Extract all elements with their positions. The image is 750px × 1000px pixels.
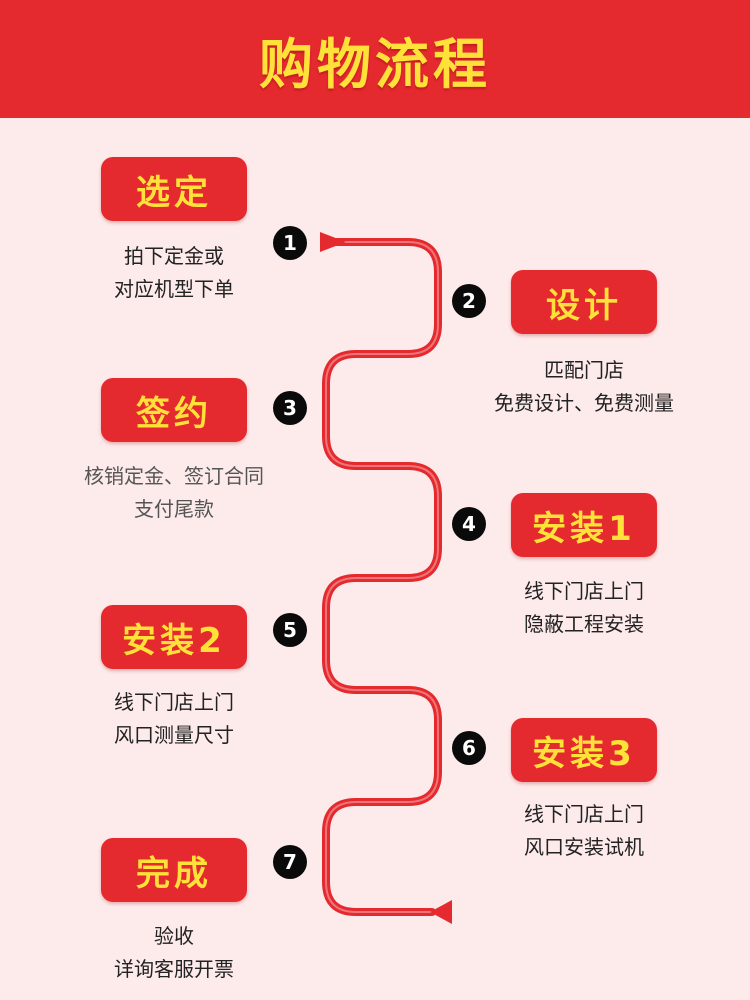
flow-line-highlight: [325, 241, 439, 913]
step-2-line-1: 匹配门店: [544, 358, 624, 382]
step-2-line-2: 免费设计、免费测量: [494, 391, 674, 415]
step-5-number-badge: 5: [273, 613, 307, 647]
step-2-tag: 设计: [511, 270, 657, 334]
step-4-line-1: 线下门店上门: [524, 579, 644, 603]
step-1-tag: 选定: [101, 157, 247, 221]
end-arrow-icon: [430, 900, 452, 924]
step-5-description: 线下门店上门 风口测量尺寸: [44, 686, 304, 752]
step-2-number-badge: 2: [452, 284, 486, 318]
step-1-number-badge: 1: [273, 226, 307, 260]
page-title: 购物流程: [259, 32, 491, 96]
step-5-tag: 安装2: [101, 605, 247, 669]
step-5-line-1: 线下门店上门: [114, 690, 234, 714]
step-3-line-2: 支付尾款: [134, 497, 214, 521]
step-7-line-1: 验收: [154, 924, 194, 948]
step-2-description: 匹配门店 免费设计、免费测量: [454, 354, 714, 420]
step-7-tag: 完成: [101, 838, 247, 902]
step-3-number-badge: 3: [273, 391, 307, 425]
step-1-line-1: 拍下定金或: [124, 244, 224, 268]
step-6-line-1: 线下门店上门: [524, 802, 644, 826]
step-1-description: 拍下定金或 对应机型下单: [44, 240, 304, 306]
step-3-tag: 签约: [101, 378, 247, 442]
step-4-line-2: 隐蔽工程安装: [524, 612, 644, 636]
step-3-description: 核销定金、签订合同 支付尾款: [44, 460, 304, 526]
step-6-description: 线下门店上门 风口安装试机: [454, 798, 714, 864]
step-7-number-badge: 7: [273, 845, 307, 879]
step-7-line-2: 详询客服开票: [114, 957, 234, 981]
step-1-line-2: 对应机型下单: [114, 277, 234, 301]
header-banner: 购物流程: [0, 0, 750, 118]
step-4-description: 线下门店上门 隐蔽工程安装: [454, 575, 714, 641]
flow-line: [322, 238, 442, 916]
step-4-number-badge: 4: [452, 507, 486, 541]
step-7-description: 验收 详询客服开票: [44, 920, 304, 986]
step-6-line-2: 风口安装试机: [524, 835, 644, 859]
start-arrow-icon: [320, 232, 346, 252]
step-6-tag: 安装3: [511, 718, 657, 782]
step-6-number-badge: 6: [452, 731, 486, 765]
step-3-line-1: 核销定金、签订合同: [84, 464, 264, 488]
step-4-tag: 安装1: [511, 493, 657, 557]
step-5-line-2: 风口测量尺寸: [114, 723, 234, 747]
